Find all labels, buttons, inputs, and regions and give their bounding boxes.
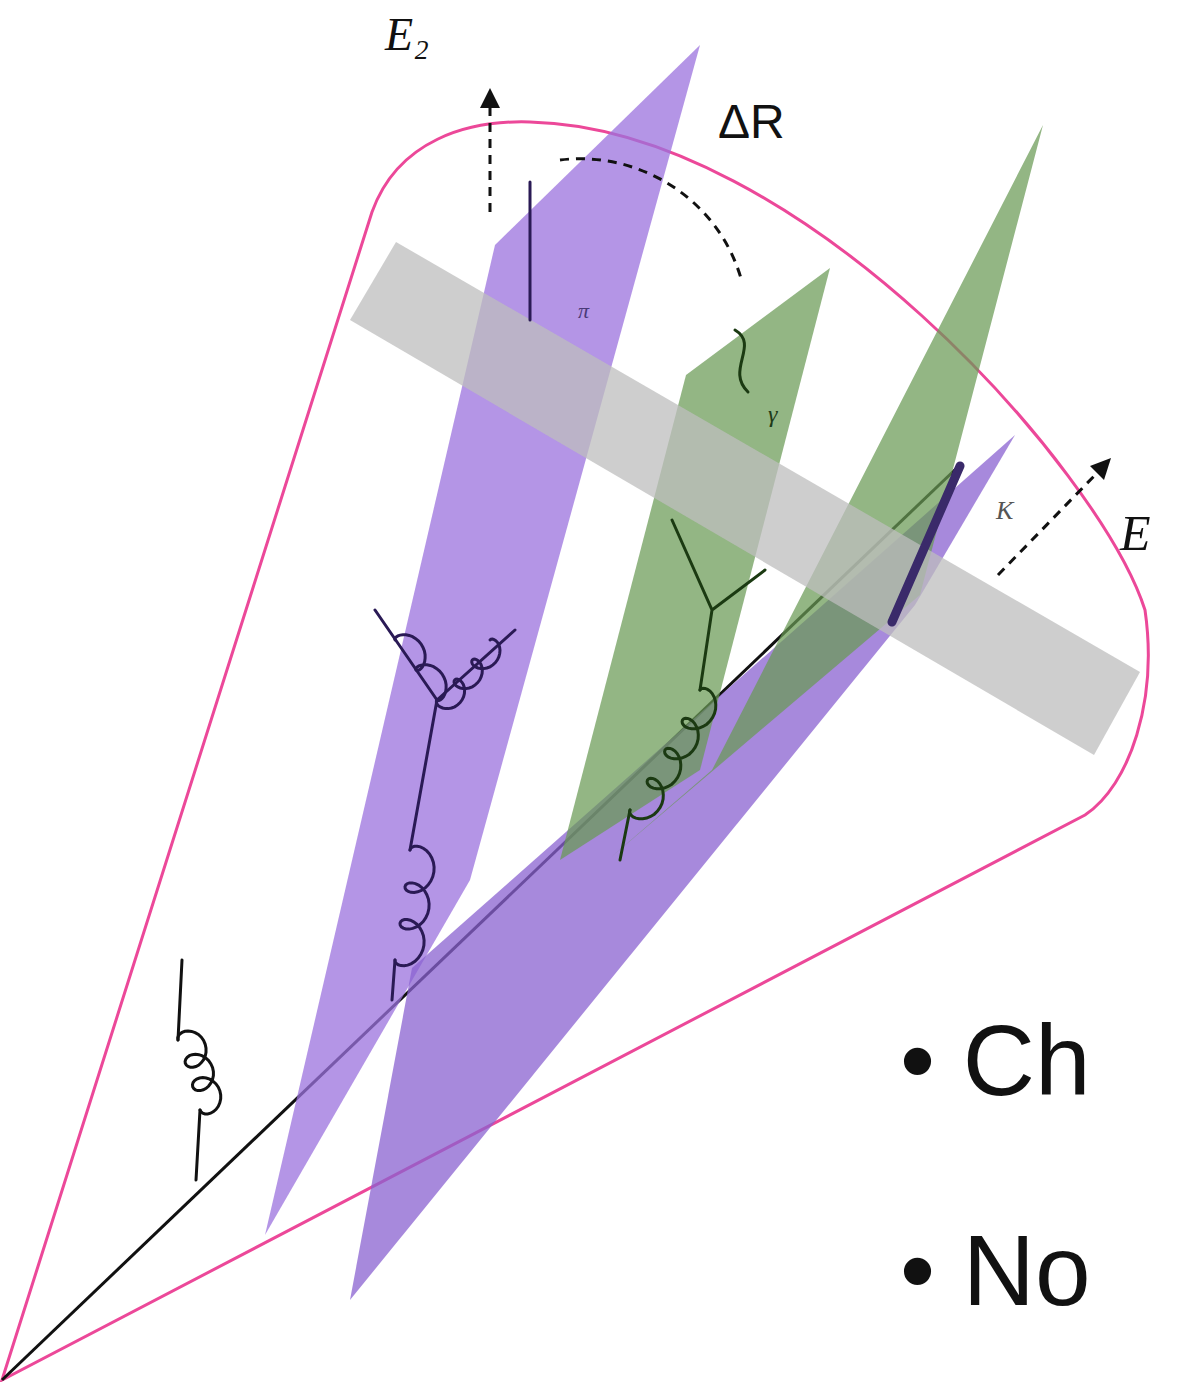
particle-label: π xyxy=(578,300,589,322)
gluon-line xyxy=(620,810,630,860)
gluon-line xyxy=(178,960,182,1040)
detector-band xyxy=(350,242,1140,755)
gluon-coil xyxy=(436,639,500,709)
angle-arc xyxy=(560,159,742,282)
gluon-coil xyxy=(178,1031,221,1114)
gluon-coil xyxy=(395,846,434,966)
photon-split xyxy=(672,520,765,690)
particle-label: γ xyxy=(768,402,777,426)
energy-arrow xyxy=(489,105,492,212)
particle-label: K xyxy=(996,498,1013,524)
quark-split xyxy=(375,610,515,700)
pion-track xyxy=(529,182,532,320)
energy-label: E₂ xyxy=(385,12,429,58)
arrow-head xyxy=(1090,458,1111,480)
gluon-coil xyxy=(395,635,446,701)
energy-label: E xyxy=(1120,508,1151,558)
bullet-text: • No xyxy=(900,1220,1091,1320)
gluon-line xyxy=(196,1110,200,1180)
gluon-line xyxy=(410,700,437,850)
dashed-annotations xyxy=(490,105,1098,575)
angle-label: ΔR xyxy=(718,98,785,146)
photon-wiggle xyxy=(735,330,748,392)
bullet-text: • Ch xyxy=(900,1010,1091,1110)
gluon-coil xyxy=(630,688,716,819)
shower-lines xyxy=(178,182,960,1180)
gluon-line xyxy=(392,960,395,1000)
kaon-track xyxy=(892,466,960,622)
arrow-head xyxy=(480,88,500,108)
